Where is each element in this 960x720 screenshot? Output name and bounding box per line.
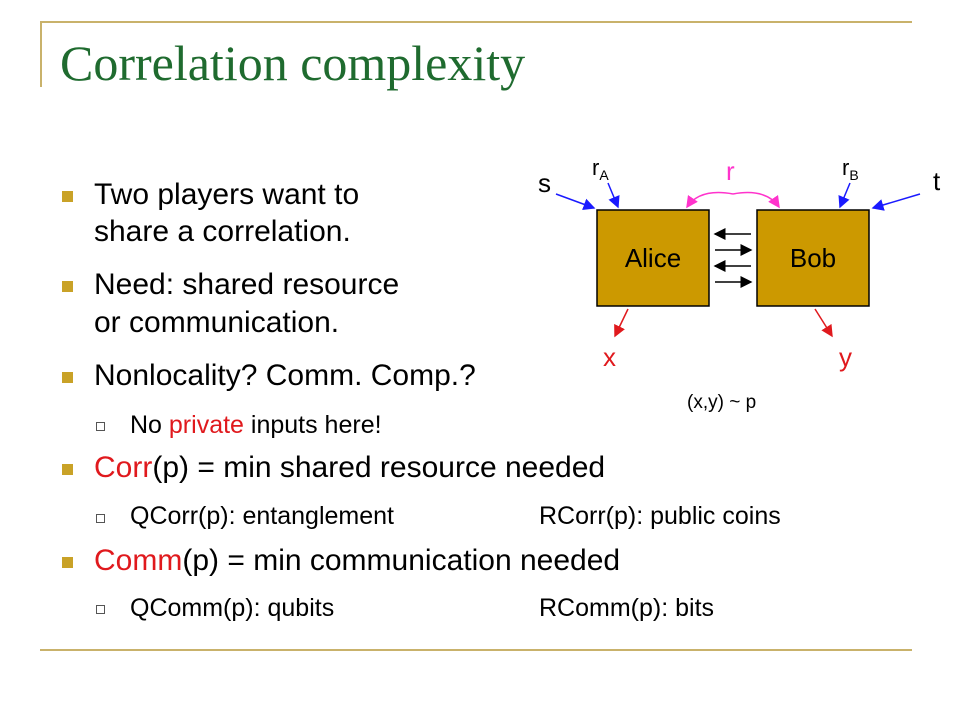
left-rule (40, 21, 42, 87)
sub-bullet-marker (96, 605, 105, 614)
bullet-5-sub-right: RComm(p): bits (539, 594, 715, 622)
output-x-arrow (614, 308, 629, 338)
bullet-3-sub-pre: No (130, 411, 169, 439)
input-rb-arrow (838, 182, 851, 209)
output-y-label: y (839, 342, 852, 372)
sub-bullet-marker (96, 422, 105, 431)
sub-bullet-marker (96, 514, 105, 523)
shared-r-label: r (726, 156, 735, 186)
bullet-5-rest: (p) = min communication needed (182, 544, 621, 577)
output-x-label: x (603, 342, 616, 372)
distribution-label: (x,y) ~ p (687, 392, 756, 413)
bullet-5-term: Comm (94, 544, 183, 577)
input-ra-label: rA (592, 155, 609, 183)
alice-label: Alice (625, 243, 681, 273)
input-t-arrow (871, 193, 921, 211)
bullet-4-term: Corr (94, 451, 153, 484)
bullet-3-sub-post: inputs here! (243, 411, 382, 439)
bullet-4-sub-left: QCorr(p): entanglement (130, 502, 395, 530)
bullet-2-line-1: Need: shared resource (94, 268, 400, 301)
bob-box (756, 209, 870, 307)
rb-base: r (842, 155, 849, 180)
bullet-3-sub-highlight: private (168, 411, 244, 439)
bullet-3: Nonlocality? Comm. Comp.? (94, 359, 476, 392)
bullet-4-rest: (p) = min shared resource needed (152, 451, 606, 484)
input-s-arrow (555, 193, 596, 211)
bullet-4-sub-right: RCorr(p): public coins (539, 502, 781, 530)
rb-subscript: B (849, 167, 858, 183)
bob-label: Bob (790, 243, 836, 273)
input-s-label: s (538, 168, 551, 198)
bullet-5-sub-left: QComm(p): qubits (130, 594, 335, 622)
bullet-marker (62, 464, 73, 475)
shared-r-arrow-bob (732, 191, 780, 209)
output-y-arrow (814, 308, 833, 338)
alice-box (596, 209, 710, 307)
shared-r-arrow-alice (686, 191, 734, 209)
input-ra-arrow (607, 182, 620, 209)
bullet-marker (62, 372, 73, 383)
bottom-rule (40, 649, 912, 651)
bullet-2-line-2: or communication. (94, 306, 340, 339)
bullet-marker (62, 281, 73, 292)
input-rb-label: rB (842, 155, 859, 183)
top-rule (40, 21, 912, 23)
slide-title: Correlation complexity (60, 35, 526, 91)
bullet-1-line-2: share a correlation. (94, 215, 351, 248)
bullet-3-sub: No private inputs here! (130, 410, 382, 440)
input-t-label: t (933, 166, 941, 196)
ra-subscript: A (599, 167, 609, 183)
bullet-marker (62, 557, 73, 568)
bullet-1-line-1: Two players want to (94, 178, 360, 211)
bullet-marker (62, 191, 73, 202)
bullet-5: Comm(p) = min communication needed (94, 543, 620, 579)
bullet-4: Corr(p) = min shared resource needed (94, 450, 605, 486)
ra-base: r (592, 155, 599, 180)
